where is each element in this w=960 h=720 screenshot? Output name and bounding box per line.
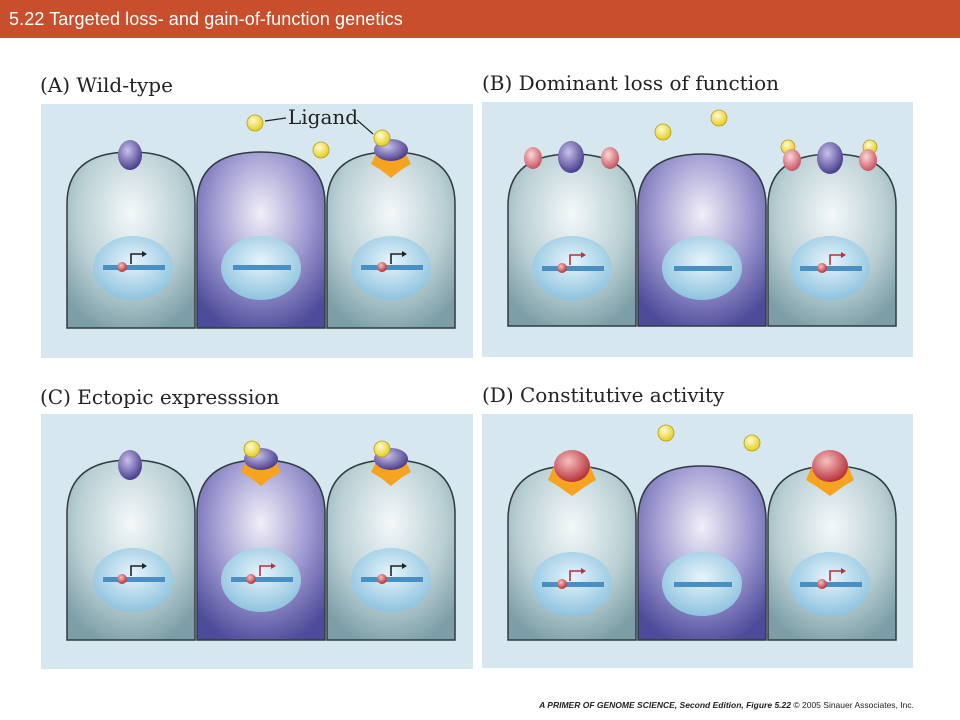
receptor (817, 142, 843, 174)
ligand (373, 129, 391, 147)
panel-c-diagram (66, 440, 456, 641)
panel-a-label: (A) Wild-type (40, 73, 173, 97)
promoter-dot (377, 574, 387, 584)
page-title: 5.22 Targeted loss- and gain-of-function… (9, 9, 403, 29)
constitutive-receptor (812, 450, 848, 482)
receptor (118, 140, 142, 170)
panel-d-diagram (507, 424, 897, 641)
panel-b-label: (B) Dominant loss of function (482, 71, 780, 95)
promoter-dot (246, 574, 256, 584)
dna-strand (674, 266, 732, 271)
promoter-dot (377, 262, 387, 272)
promoter-dot (557, 263, 567, 273)
dna-strand (103, 265, 165, 270)
ligand (312, 141, 330, 159)
ligand (657, 424, 675, 442)
activation-burst (241, 456, 281, 486)
copyright: © 2005 Sinauer Associates, Inc. (793, 700, 914, 710)
promoter-dot (817, 263, 827, 273)
transcription-arrow-icon (390, 253, 405, 264)
transcription-arrow-icon (130, 253, 145, 264)
panel-c-label: (C) Ectopic expresssion (40, 385, 280, 409)
dna-strand (674, 582, 732, 587)
dominant-negative-receptor (524, 147, 542, 169)
dna-strand (233, 265, 291, 270)
receptor (558, 141, 584, 173)
book-credit: A PRIMER OF GENOME SCIENCE, Second Editi… (539, 700, 791, 710)
constitutive-receptor (554, 450, 590, 482)
ligand (743, 434, 761, 452)
transcription-arrow-icon (569, 254, 584, 265)
figure-credit: A PRIMER OF GENOME SCIENCE, Second Editi… (539, 700, 914, 710)
transcription-arrow-icon (569, 570, 584, 581)
ligand (710, 109, 728, 127)
promoter-dot (117, 262, 127, 272)
transcription-arrow-icon (829, 570, 844, 581)
transcription-arrow-icon (829, 254, 844, 265)
dna-strand (231, 577, 293, 582)
panel-a-diagram (66, 114, 456, 329)
dna-strand (542, 582, 604, 587)
transcription-arrow-icon (390, 565, 405, 576)
ligand (654, 123, 672, 141)
receptor (118, 450, 142, 480)
dominant-negative-receptor (783, 149, 801, 171)
ligand-label: Ligand (288, 105, 359, 129)
panel-c (41, 414, 473, 669)
promoter-dot (117, 574, 127, 584)
transcription-arrow-icon (130, 565, 145, 576)
dna-strand (800, 582, 862, 587)
panel-d (482, 414, 913, 668)
panel-d-label: (D) Constitutive activity (482, 383, 725, 407)
ligand (373, 440, 391, 458)
promoter-dot (817, 579, 827, 589)
panel-b-diagram (507, 109, 897, 327)
dominant-negative-receptor (859, 149, 877, 171)
dominant-negative-receptor (601, 147, 619, 169)
dna-strand (361, 265, 423, 270)
dna-strand (361, 577, 423, 582)
activation-burst (371, 148, 411, 178)
ligand (246, 114, 264, 132)
panel-b (482, 102, 913, 357)
ligand (243, 440, 261, 458)
activation-burst (371, 456, 411, 486)
dna-strand (542, 266, 604, 271)
dna-strand (103, 577, 165, 582)
panel-a (41, 104, 473, 358)
transcription-arrow-icon (259, 565, 274, 576)
promoter-dot (557, 579, 567, 589)
title-bar: 5.22 Targeted loss- and gain-of-function… (0, 0, 960, 38)
dna-strand (800, 266, 862, 271)
